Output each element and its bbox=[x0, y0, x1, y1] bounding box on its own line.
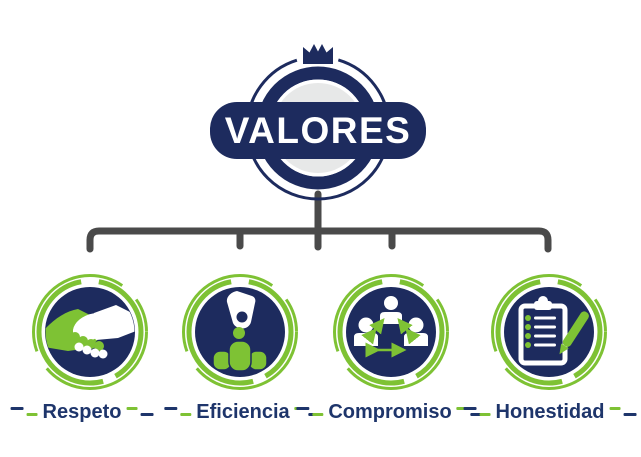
value-label-text: Honestidad bbox=[495, 401, 605, 423]
connector-lines bbox=[86, 190, 552, 253]
value-item-honestidad bbox=[487, 270, 611, 394]
value-label-honestidad: Honestidad bbox=[463, 401, 637, 424]
dash-decoration bbox=[10, 407, 24, 410]
value-label-text: Compromiso bbox=[328, 401, 452, 423]
crown-icon bbox=[303, 44, 333, 64]
value-label-text: Respeto bbox=[42, 401, 122, 423]
value-label-compromiso: Compromiso bbox=[296, 401, 484, 424]
dash-decoration bbox=[140, 413, 154, 416]
handshake-icon bbox=[32, 274, 148, 390]
connector-bar bbox=[86, 227, 552, 253]
value-label-text: Eficiencia bbox=[196, 401, 290, 423]
dash-decoration bbox=[463, 407, 477, 410]
dash-decoration bbox=[609, 407, 621, 410]
dash-decoration bbox=[26, 413, 38, 416]
people-network-icon bbox=[333, 274, 449, 390]
valores-title: VALORES bbox=[224, 109, 412, 151]
dash-decoration bbox=[126, 407, 138, 410]
hand-dropping-seed-icon bbox=[182, 274, 298, 390]
dash-decoration bbox=[479, 413, 491, 416]
dash-decoration bbox=[164, 407, 178, 410]
value-item-respeto bbox=[28, 270, 152, 394]
dash-decoration bbox=[312, 413, 324, 416]
value-item-eficiencia bbox=[178, 270, 302, 394]
checklist-pen-icon bbox=[491, 274, 607, 390]
dash-decoration bbox=[180, 413, 192, 416]
dash-decoration bbox=[470, 413, 484, 416]
value-label-respeto: Respeto bbox=[10, 401, 154, 424]
value-item-compromiso bbox=[329, 270, 453, 394]
dash-decoration bbox=[623, 413, 637, 416]
dash-decoration bbox=[296, 407, 310, 410]
valores-pill: VALORES bbox=[210, 102, 426, 159]
dash-decoration bbox=[456, 407, 468, 410]
